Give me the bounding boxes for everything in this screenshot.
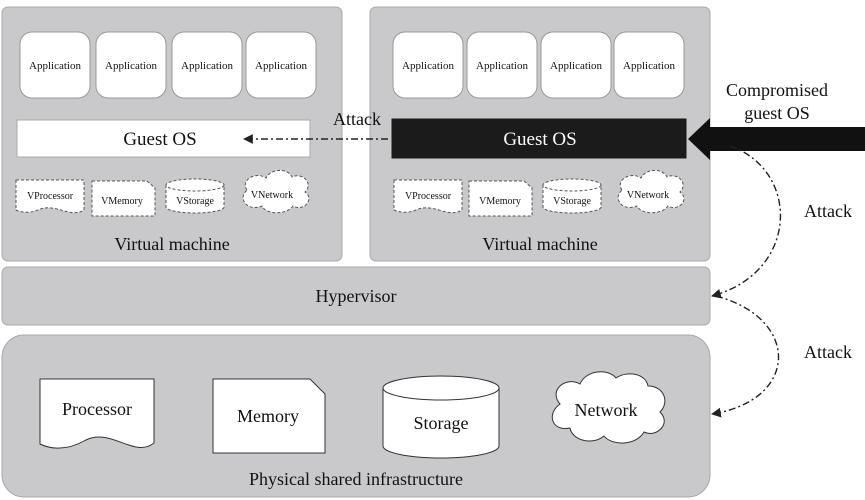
vm-right-vprocessor: VProcessor [393, 179, 463, 214]
vm-right-guest-os-label: Guest OS [503, 129, 576, 150]
vm-left-vprocessor: VProcessor [15, 179, 85, 214]
attack-to-hypervisor-label: Attack [804, 201, 852, 221]
vm-right-vprocessor-label: VProcessor [405, 191, 452, 202]
vm-right-guest-os-box-compromised [391, 118, 687, 159]
vm-left-vmemory-label: VMemory [101, 196, 143, 207]
vm-right-application-2: Application [466, 31, 538, 99]
vm-right-application-3: Application [540, 31, 612, 99]
vm-right-vnetwork-label: VNetwork [627, 190, 669, 201]
storage: Storage [382, 375, 500, 459]
vm-left-application-1: Application [19, 31, 91, 99]
attack-to-infrastructure: Attack [711, 295, 852, 418]
attack-horizontal: Attack [243, 109, 388, 144]
attack-to-hypervisor: Attack [711, 145, 852, 299]
infrastructure-label: Physical shared infrastructure [249, 469, 463, 489]
processor-label: Processor [62, 399, 132, 419]
vm-left-vnetwork-label: VNetwork [251, 190, 293, 201]
vm-right-vstorage: VStorage [542, 178, 602, 214]
vm-left-vstorage-label: VStorage [176, 196, 214, 207]
vm-left-guest-os-label: Guest OS [123, 129, 196, 150]
vm-left-application-label: Application [29, 60, 81, 72]
vm-left-application-2: Application [95, 31, 167, 99]
hypervisor-label: Hypervisor [316, 286, 397, 306]
vm-left-vmemory: VMemory [91, 180, 156, 217]
virtual-machine-right: Application Application Application Appl… [369, 6, 711, 262]
hypervisor-layer: Hypervisor [1, 266, 711, 326]
vm-right-application-label: Application [550, 60, 602, 72]
vm-left-application-4: Application [245, 31, 317, 99]
memory: Memory [212, 378, 326, 454]
network-label: Network [575, 400, 638, 420]
vm-left-vstorage: VStorage [165, 178, 225, 214]
vm-right-application-label: Application [402, 60, 454, 72]
compromised-arrow [688, 118, 865, 160]
vm-right-vstorage-label: VStorage [553, 196, 591, 207]
compromised-label-line-2: guest OS [744, 103, 810, 123]
vm-right-vmemory: VMemory [468, 180, 533, 217]
compromised-label-line-1: Compromised [726, 80, 828, 100]
vm-left-label: Virtual machine [114, 234, 229, 254]
vm-left-application-3: Application [171, 31, 243, 99]
attack-horizontal-label: Attack [333, 109, 381, 129]
processor: Processor [39, 378, 155, 449]
vm-right-application-4: Application [613, 31, 685, 99]
vm-left-vprocessor-label: VProcessor [27, 191, 74, 202]
storage-label: Storage [414, 413, 469, 433]
vm-left-vnetwork: VNetwork [242, 169, 310, 214]
vm-left-application-label: Application [255, 60, 307, 72]
vm-left-application-label: Application [105, 60, 157, 72]
vm-right-vnetwork: VNetwork [617, 169, 685, 214]
vm-left-application-label: Application [181, 60, 233, 72]
virtual-machine-left: Application Application Application Appl… [1, 6, 343, 262]
physical-infrastructure-layer: Processor Memory Storage Network Physica… [1, 334, 711, 498]
vm-right-label: Virtual machine [482, 234, 597, 254]
vm-right-application-label: Application [476, 60, 528, 72]
network-cloud: Network [551, 371, 666, 444]
vm-right-vmemory-label: VMemory [479, 196, 521, 207]
vm-right-application-label: Application [623, 60, 675, 72]
memory-label: Memory [237, 406, 299, 426]
attack-to-infrastructure-label: Attack [804, 342, 852, 362]
vm-right-application-1: Application [392, 31, 464, 99]
